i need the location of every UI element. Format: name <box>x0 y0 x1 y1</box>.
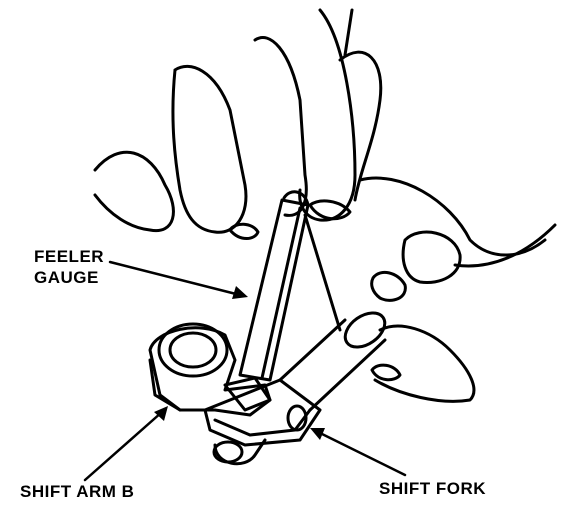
thumb-edge <box>343 8 354 57</box>
finger-1 <box>93 150 175 233</box>
shift-arm-label: SHIFT ARM B <box>20 482 135 501</box>
knuckle-hole <box>370 270 407 302</box>
shift-fork-leader <box>316 430 407 477</box>
shift-arm-leader <box>83 410 164 482</box>
feeler-gauge <box>238 190 342 382</box>
index-lower <box>373 324 476 403</box>
wrist-line <box>453 223 557 268</box>
index-nail <box>370 363 402 382</box>
finger-tip-right <box>401 230 462 285</box>
feeler-gauge-label-line1: FEELER <box>34 247 105 266</box>
shift-arm-arrowhead <box>154 406 168 421</box>
fork-lower-pin-end <box>212 440 244 464</box>
feeler-gauge-leader <box>108 260 242 297</box>
shift-arm-b <box>148 322 272 417</box>
feeler-gauge-tip <box>282 190 310 207</box>
fingernail-1 <box>228 222 260 240</box>
shift-fork-arrowhead <box>310 428 325 440</box>
finger-3 <box>253 36 308 217</box>
feeler-gauge-label: FEELER GAUGE <box>34 246 104 288</box>
shift-arm-side <box>148 358 182 412</box>
shaft-end <box>343 311 387 349</box>
feeler-gauge-arrowhead <box>232 286 248 299</box>
leader-lines <box>83 260 407 482</box>
shaft-bottom <box>308 338 387 412</box>
feeler-gauge-edge <box>260 206 302 380</box>
shift-arm-boss-inner <box>168 331 218 369</box>
shift-fork-assembly <box>203 311 387 466</box>
thumb-side <box>338 50 383 202</box>
fingernail-2 <box>308 199 352 221</box>
second-blade <box>303 213 342 332</box>
fork-pin-hole <box>286 404 308 432</box>
arrow-heads <box>154 286 325 440</box>
fork-lower-pin <box>213 438 267 466</box>
feeler-gauge-label-line2: GAUGE <box>34 268 99 287</box>
shift-arm-block <box>223 376 272 412</box>
fork-face <box>213 408 312 437</box>
shift-fork-label: SHIFT FORK <box>379 479 486 498</box>
finger-2 <box>171 64 248 234</box>
fork-body <box>203 378 322 447</box>
feeler-gauge-blade <box>238 198 310 382</box>
shaft-top <box>278 318 347 382</box>
shift-arm-boss-outer <box>157 322 229 378</box>
hand <box>93 8 557 403</box>
